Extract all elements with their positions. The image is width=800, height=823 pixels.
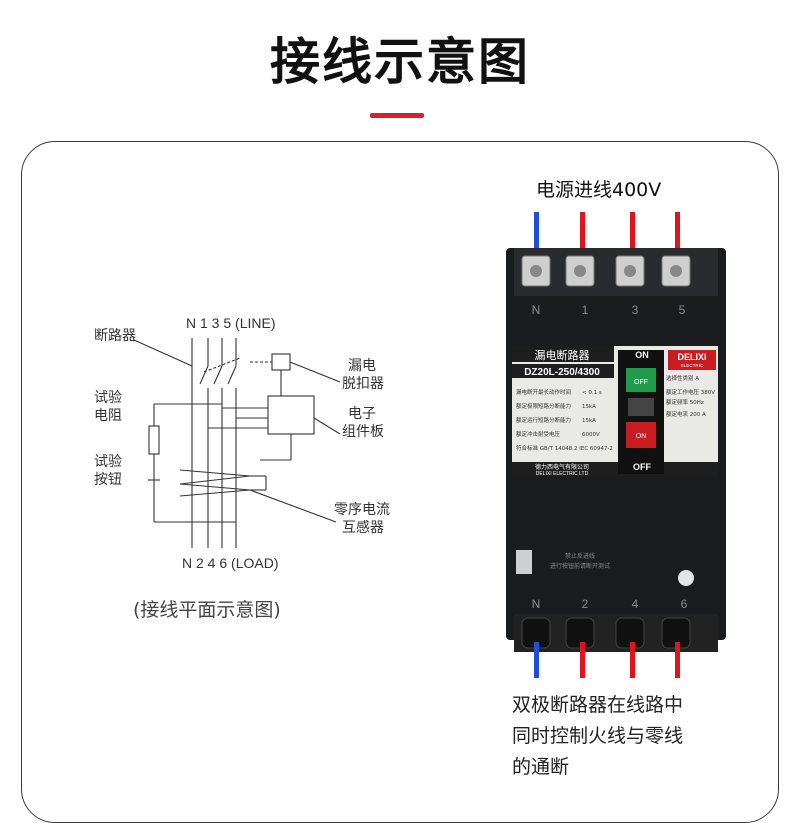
electronic-board-label-2: 组件板 xyxy=(342,424,384,440)
leakage-trip-label-1: 漏电 xyxy=(348,358,376,374)
page-title: 接线示意图 xyxy=(270,33,530,91)
leakage-trip-label-2: 脱扣器 xyxy=(342,376,384,392)
off-button-text: OFF xyxy=(634,379,648,386)
test-button-label-2: 按钮 xyxy=(94,472,122,488)
spec-row-3-name: 额定运行短路分断能力 xyxy=(516,416,571,424)
bottom-terminals-label: N 2 4 6 (LOAD) xyxy=(182,555,278,571)
zero-sequence-ct-label-1: 零序电流 xyxy=(334,502,390,518)
standards-line: 符合标准 GB/T 14048.2 IEC 60947-2 xyxy=(516,444,613,452)
right-spec-2: 额定工作电压 380V xyxy=(666,388,715,396)
brand-sub: ELECTRIC xyxy=(681,363,704,368)
right-spec-4: 额定电流 200 A xyxy=(666,410,706,418)
right-spec-3: 额定频率 50Hz xyxy=(666,398,704,406)
bottom-terminal-6: 6 xyxy=(681,597,688,611)
spec-row-2-value: 15kA xyxy=(582,404,596,410)
on-button[interactable] xyxy=(626,422,656,448)
zero-sequence-ct-label-2: 互感器 xyxy=(342,519,384,536)
bottom-wire-n xyxy=(534,642,539,678)
top-terminal-5: 5 xyxy=(679,303,686,317)
test-button[interactable] xyxy=(516,550,532,574)
warning-line-1: 禁止反进线 xyxy=(565,552,595,560)
spec-row-1-value: < 0.1 s xyxy=(582,390,602,396)
maker-cn: 德力西电气有限公司 xyxy=(535,463,589,471)
device-caption-line-1: 双极断路器在线路中 xyxy=(512,694,684,716)
off-button[interactable] xyxy=(626,368,656,392)
maker-en: DELIXI ELECTRIC LTD xyxy=(536,471,589,477)
bottom-wire-6 xyxy=(675,642,680,678)
test-resistor-label-1: 试验 xyxy=(94,390,122,406)
spec-row-2-name: 额定极限短路分断能力 xyxy=(516,402,571,410)
device-caption: 双极断路器在线路中 同时控制火线与零线 的通断 xyxy=(512,690,772,783)
product-name: 漏电断路器 xyxy=(535,348,590,362)
spec-row-4-value: 6000V xyxy=(582,432,600,438)
title-underline xyxy=(370,113,424,118)
right-spec-1: 选择性类别 A xyxy=(666,374,699,382)
spec-row-3-value: 15kA xyxy=(582,418,596,424)
spec-row-4-name: 额定冲击耐受电压 xyxy=(516,430,561,438)
bottom-terminal-n: N xyxy=(532,597,541,611)
bottom-wire-4 xyxy=(630,642,635,678)
top-wire-1 xyxy=(580,212,585,248)
top-wire-5 xyxy=(675,212,680,248)
breaker-label: 断路器 xyxy=(94,328,136,344)
toggle-handle[interactable] xyxy=(628,398,654,416)
bottom-terminal-2: 2 xyxy=(582,597,589,611)
top-terminal-1: 1 xyxy=(582,303,589,317)
test-button-label-1: 试验 xyxy=(94,454,122,470)
top-terminal-n: N xyxy=(532,303,541,317)
top-wire-n xyxy=(534,212,539,248)
top-terminals-label: N 1 3 5 (LINE) xyxy=(186,315,275,331)
warning-line-2: 进行按钮前请断开测试 xyxy=(550,562,610,570)
schematic-lines xyxy=(133,338,341,548)
reset-knob[interactable] xyxy=(678,570,694,586)
on-button-text: ON xyxy=(636,433,647,440)
top-wire-3 xyxy=(630,212,635,248)
brand-badge xyxy=(668,350,716,370)
wiring-schematic: N 1 3 5 (LINE) N 2 4 6 (LOAD) xyxy=(94,315,390,571)
electronic-board-label-1: 电子 xyxy=(348,406,376,422)
top-terminal-3: 3 xyxy=(632,303,639,317)
off-label: OFF xyxy=(633,462,651,472)
brand-name: DELIXI xyxy=(677,352,706,362)
bottom-wire-2 xyxy=(580,642,585,678)
model-number: DZ20L-250/4300 xyxy=(524,367,600,378)
device-caption-line-3: 的通断 xyxy=(512,756,570,778)
breaker-device: N 1 3 5 漏电断路器 DZ20L-250/4300 漏电断开最长动作时间 … xyxy=(506,212,726,678)
bottom-terminal-4: 4 xyxy=(632,597,639,611)
schematic-caption: (接线平面示意图) xyxy=(133,599,281,621)
on-label: ON xyxy=(635,350,649,360)
device-caption-line-2: 同时控制火线与零线 xyxy=(512,725,684,747)
source-input-label: 电源进线400V xyxy=(536,179,662,201)
spec-row-1-name: 漏电断开最长动作时间 xyxy=(516,388,571,396)
test-resistor-label-2: 电阻 xyxy=(94,408,122,424)
